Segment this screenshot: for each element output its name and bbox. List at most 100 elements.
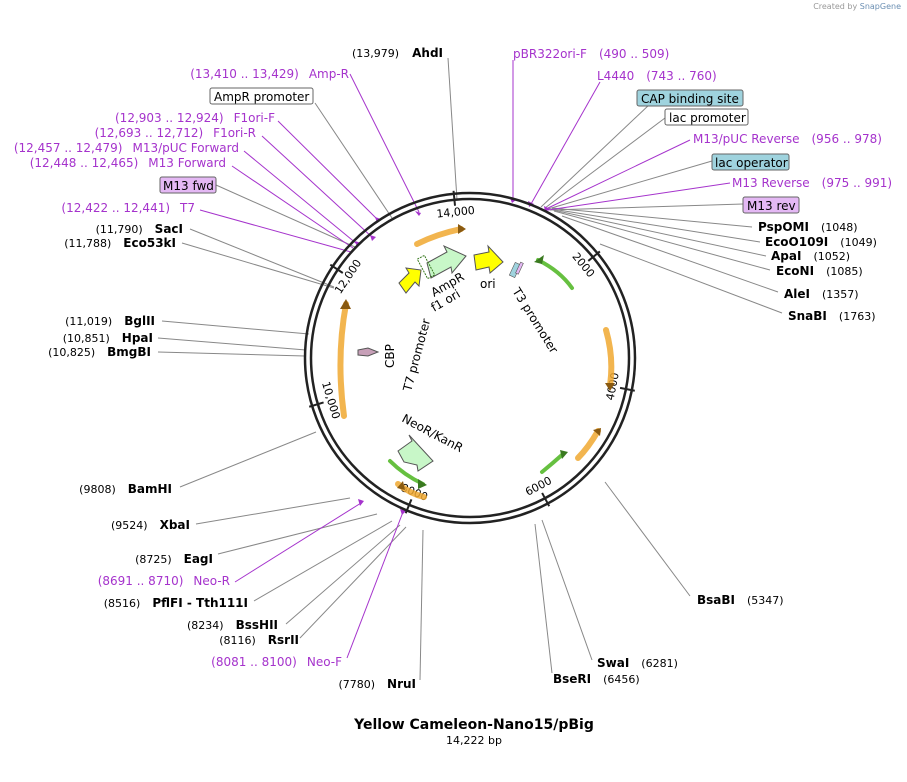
leader-f1ori-f <box>277 120 379 221</box>
tick-mark-0 <box>587 250 601 262</box>
site-eco53ki: (11,788) Eco53kI <box>64 236 176 250</box>
amp-r-mark <box>415 211 421 216</box>
primer-m13puc-reverse: M13/pUC Reverse(956 .. 978) <box>693 132 882 146</box>
leader-apai <box>552 209 767 257</box>
site-eco53ki-name: Eco53kI <box>123 236 176 250</box>
leader-m13-fwd <box>215 184 356 248</box>
site-bseri-pos: (6456) <box>603 673 640 686</box>
tick-mark-2 <box>541 492 551 507</box>
site-bglii: (11,019)BglII <box>65 314 155 328</box>
primer-pbr322ori-f-range: (490 .. 509) <box>599 47 669 61</box>
tick-label-6: 14,000 <box>436 204 476 221</box>
m13-fwd-text: M13 fwd <box>163 179 214 193</box>
primer-l4440-range: (743 .. 760) <box>646 69 716 83</box>
site-ahdi: (13,979) AhdI <box>352 42 443 61</box>
site-rsrii-pos: (8116) <box>219 634 256 647</box>
site-alei-pos: (1357) <box>822 288 859 301</box>
primer-m13puc-forward-range: (12,457 .. 12,479) <box>14 141 123 155</box>
site-hpai-name: HpaI <box>122 331 153 345</box>
site-nrui-pos: (7780) <box>338 678 375 691</box>
site-bamhi: (9808)BamHI <box>79 482 172 496</box>
primer-m13puc-forward-name: M13/pUC Forward <box>132 141 239 155</box>
feature-ori-label: ori <box>480 277 496 291</box>
arrowhead-green-bl <box>418 479 427 489</box>
m13-rev-box <box>742 196 800 214</box>
primer-neo-r-range: (8691 .. 8710) <box>98 574 184 588</box>
plasmid-title: Yellow Cameleon-Nano15/pBig <box>353 717 594 733</box>
primer-m13-reverse-name: M13 Reverse <box>732 176 810 190</box>
leader-m13-rev <box>549 203 744 211</box>
site-eco53ki-pos: (11,788) <box>64 237 111 250</box>
primer-neo-r-name: Neo-R <box>193 574 230 588</box>
primer-f1ori-f-name: F1ori-F <box>234 111 275 125</box>
leader-hpai <box>157 337 307 351</box>
primer-f1ori-r-range: (12,693 .. 12,712) <box>95 126 204 140</box>
primer-m13-forward-name: M13 Forward <box>148 156 226 170</box>
leader-frui <box>419 529 424 681</box>
primer-f1ori-f: (12,903 .. 12,924) F1ori-F <box>115 111 275 125</box>
arrowhead-right <box>605 383 615 391</box>
leader-lac-operator <box>547 160 713 210</box>
leader-cap-site <box>540 103 651 208</box>
site-apai: ApaI (1052) <box>771 249 850 263</box>
primer-neo-f-range: (8081 .. 8100) <box>211 655 297 669</box>
primer-m13-forward-range: (12,448 .. 12,465) <box>30 156 139 170</box>
ampr-promoter-text: AmpR promoter <box>214 90 309 104</box>
site-ecoo109i-name: EcoO109I <box>765 235 828 249</box>
primer-labels: (13,410 .. 13,429)Amp-R pBR322ori-F(490 … <box>14 47 892 669</box>
cap-binding-site-text: CAP binding site <box>641 92 739 106</box>
leader-bsshii <box>285 524 401 625</box>
site-bmgbi: (10,825)BmgBI <box>48 345 151 359</box>
tick-mark-3 <box>404 498 413 514</box>
leader-lines <box>157 57 783 681</box>
site-ahdi-pos: (13,979) <box>352 47 399 60</box>
site-rsrii: (8116)RsrII <box>219 633 299 647</box>
plasmid-length: 14,222 bp <box>446 734 502 747</box>
leader-m13-forward <box>231 165 354 249</box>
site-snabi-pos: (1763) <box>839 310 876 323</box>
site-alei-name: AleI <box>784 287 810 301</box>
site-bmgbi-pos: (10,825) <box>48 346 95 359</box>
primer-m13-reverse-range: (975 .. 991) <box>822 176 892 190</box>
site-apai-pos: (1052) <box>813 250 850 263</box>
site-bsshii-name: BssHII <box>236 618 278 632</box>
primer-neo-r: (8691 .. 8710) Neo-R <box>98 574 230 588</box>
site-swai: SwaI(6281) <box>597 656 678 670</box>
neo-r-mark <box>358 499 364 506</box>
leader-xbai <box>195 497 351 525</box>
m13-fwd-box <box>159 176 217 194</box>
primer-t7: (12,422 .. 12,441)T7 <box>61 201 195 215</box>
ampr-arrow <box>426 244 467 279</box>
leader-bsabi <box>604 481 691 597</box>
site-econi-pos: (1085) <box>826 265 863 278</box>
primer-f1ori-r-name: F1ori-R <box>213 126 256 140</box>
site-bglii-name: BglII <box>124 314 155 328</box>
site-apai-name: ApaI <box>771 249 801 263</box>
primer-l4440: L4440(743 .. 760) <box>597 69 717 83</box>
primer-t7-range: (12,422 .. 12,441) <box>61 201 170 215</box>
leader-eco0109i <box>551 208 761 243</box>
cbp-arrow <box>357 347 380 357</box>
leader-f1ori-r <box>261 135 374 239</box>
leader-swai <box>541 519 593 661</box>
primer-f1ori-f-range: (12,903 .. 12,924) <box>115 111 224 125</box>
leader-m13puc-forward <box>243 150 358 245</box>
primer-m13-forward: (12,448 .. 12,465) M13 Forward <box>30 156 226 170</box>
backbone-outer <box>303 191 637 525</box>
orf-top-arc <box>414 226 464 247</box>
site-hpai: (10,851)HpaI <box>63 331 153 345</box>
leader-saci <box>189 228 335 288</box>
site-snabi: SnaBI (1763) <box>788 309 875 323</box>
ampr-promoter-box <box>209 87 314 105</box>
feature-labels: AmpR f1 ori ori T3 promoter CBP T7 promo… <box>383 270 561 456</box>
tick-mark-6 <box>452 190 457 206</box>
site-snabi-name: SnaBI <box>788 309 827 323</box>
tick-mark-5 <box>329 263 344 274</box>
site-swai-name: SwaI <box>597 656 629 670</box>
leader-eagi <box>217 513 378 555</box>
leader-snabi <box>599 243 783 314</box>
tick-mark-4 <box>308 401 324 408</box>
site-pspomi-name: PspOMI <box>758 220 809 234</box>
tick-label-0: 2000 <box>569 250 597 280</box>
